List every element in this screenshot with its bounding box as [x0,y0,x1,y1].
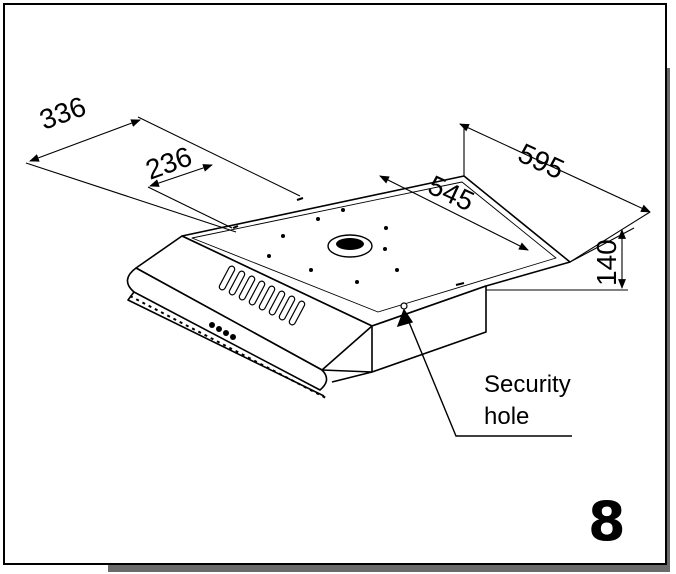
mounting-holes [232,197,465,310]
dimension-lines [25,116,651,291]
hood-front-lip [126,267,328,391]
security-hole-label-line2: hole [484,403,529,430]
control-strip [129,295,327,399]
security-hole-label-line1: Security [484,371,571,398]
exhaust-outlet [327,234,373,258]
vent-louvres [218,265,306,326]
figure-number: 8 [588,490,626,553]
dim-height: 140 [591,239,622,286]
security-hole-leader [396,308,572,437]
